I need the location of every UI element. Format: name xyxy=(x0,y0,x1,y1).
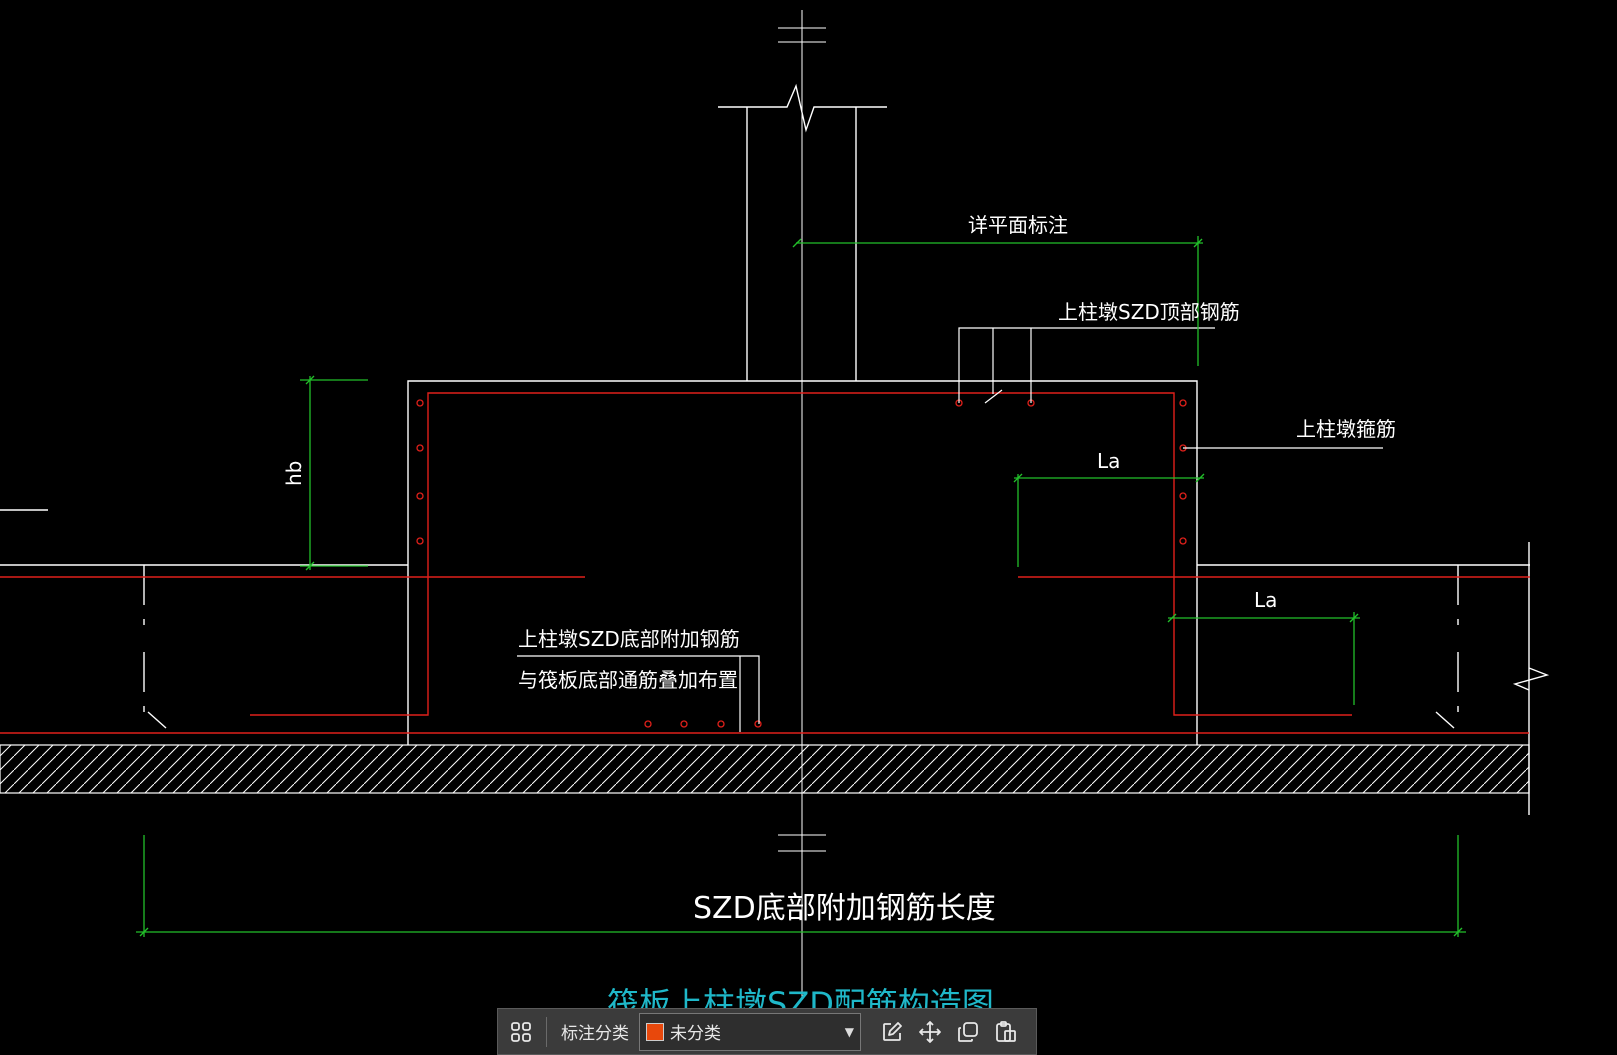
label-la-upper: La xyxy=(1097,449,1120,473)
label-la-lower: La xyxy=(1254,588,1277,612)
grid-four-icon[interactable] xyxy=(504,1015,538,1049)
annotation-toolbar: 标注分类 未分类 ▼ xyxy=(497,1008,1037,1055)
paste-icon[interactable] xyxy=(989,1015,1023,1049)
category-label: 标注分类 xyxy=(561,1024,629,1044)
category-color-swatch xyxy=(646,1022,664,1041)
label-bottom-add-line1: 上柱墩SZD底部附加钢筋 xyxy=(518,627,740,651)
label-bottom-add-line2: 与筏板底部通筋叠加布置 xyxy=(518,668,738,692)
upper-column xyxy=(718,83,887,381)
caret-down-icon: ▼ xyxy=(844,1024,854,1039)
rebar-lines xyxy=(0,392,1530,734)
category-select-value: 未分类 xyxy=(670,1024,721,1044)
center-axis xyxy=(778,10,826,1000)
label-hb: hb xyxy=(282,461,306,486)
copy-icon[interactable] xyxy=(951,1015,985,1049)
label-length-dim: SZD底部附加钢筋长度 xyxy=(693,891,996,926)
category-select[interactable]: 未分类 ▼ xyxy=(639,1012,861,1051)
leader-lines xyxy=(517,327,1383,732)
label-anchor-rebar: 上柱墩箍筋 xyxy=(1296,417,1396,441)
move-icon[interactable] xyxy=(913,1015,947,1049)
toolbar-divider xyxy=(546,1016,547,1047)
dimension-ticks xyxy=(139,238,1463,937)
dimension-lines xyxy=(136,236,1466,937)
label-detail-note: 详平面标注 xyxy=(968,213,1068,237)
edit-icon[interactable] xyxy=(875,1015,909,1049)
label-top-rebar: 上柱墩SZD顶部钢筋 xyxy=(1058,300,1240,324)
foundation-hatch xyxy=(0,744,1530,794)
